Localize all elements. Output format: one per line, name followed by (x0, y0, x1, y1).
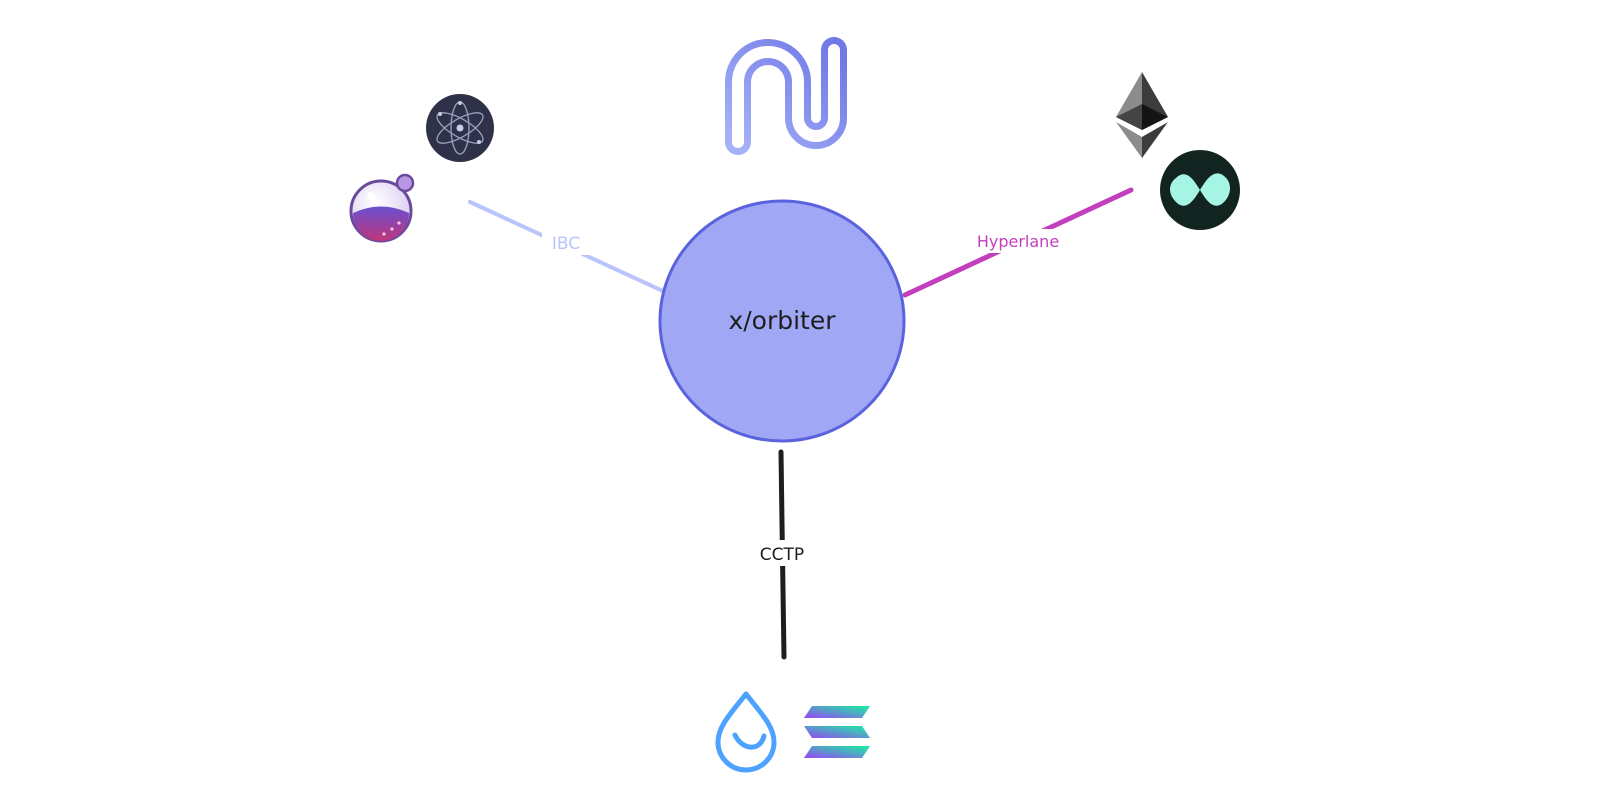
ibc-label-bg (542, 231, 590, 255)
hyperlane-connection: Hyperlane (902, 187, 1134, 298)
cctp-connection: CCTP (752, 449, 812, 660)
solana-icon (804, 706, 870, 758)
hub-label: x/orbiter (728, 306, 836, 335)
cctp-label: CCTP (760, 545, 804, 565)
hub-circle (658, 199, 906, 443)
ibc-connection: IBC (468, 200, 667, 294)
ethereum-icon (1116, 72, 1168, 158)
noble-logo-icon (725, 37, 847, 155)
orbiter-hub: x/orbiter (658, 199, 906, 443)
ibc-label: IBC (552, 234, 580, 254)
sui-icon (715, 691, 777, 773)
cctp-label-bg (752, 540, 812, 566)
hyperlane-label: Hyperlane (977, 232, 1059, 251)
cosmos-hub-icon (426, 94, 494, 162)
hyperlane-label-bg (970, 229, 1066, 253)
hyperlane-chain-icon (1160, 150, 1240, 230)
osmosis-icon (349, 173, 415, 243)
